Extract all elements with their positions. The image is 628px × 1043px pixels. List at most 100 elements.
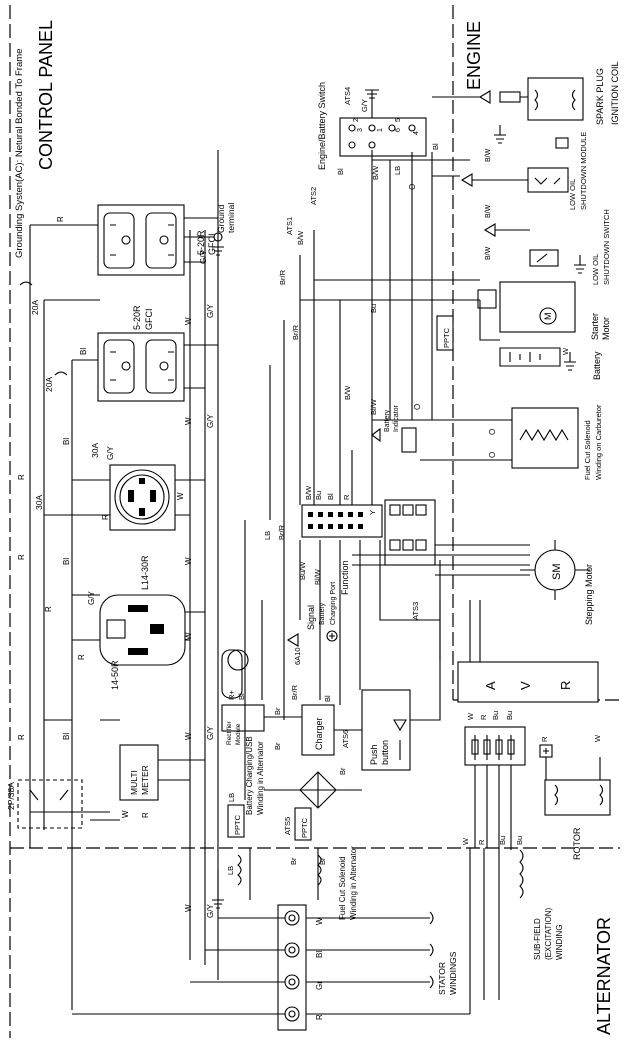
gfci-label: GFCI (144, 309, 154, 331)
svg-text:Br/R: Br/R (290, 684, 299, 700)
low-oil-module: LOW OIL SHUTDOWN MODULE B/W (460, 132, 588, 210)
wire-label: R (17, 554, 26, 560)
engine-battery-switch: 2 1 6 5 3 4 Engine/Battery Switch ATS4 G… (317, 82, 440, 190)
svg-text:Battery: Battery (384, 409, 391, 432)
gfci-rating: 5-20R (132, 305, 142, 330)
charger: Charger Br Br Br/R Bl Br (264, 684, 347, 775)
wire-label: G/Y (206, 304, 215, 318)
svg-text:B/W: B/W (485, 148, 492, 162)
svg-text:1: 1 (377, 128, 384, 132)
ground-symbols (494, 125, 586, 371)
svg-text:R: R (558, 681, 573, 690)
svg-text:PPTC: PPTC (442, 327, 451, 348)
svg-text:Br: Br (318, 857, 327, 865)
interconnect-wires (44, 96, 601, 1014)
svg-text:G/Y: G/Y (360, 99, 369, 112)
multimeter: MULTI METER W R (119, 744, 159, 818)
push-button: Push button ATS6 (341, 689, 411, 771)
alternator-title: ALTERNATOR (594, 917, 614, 1035)
svg-text:Bu: Bu (314, 491, 323, 500)
svg-text:R: R (77, 654, 86, 660)
svg-text:Bu: Bu (505, 711, 514, 720)
stepping-connector (384, 499, 530, 576)
breaker-20a-1: 20A (30, 300, 40, 315)
svg-text:Winding on Carburetor: Winding on Carburetor (594, 404, 603, 480)
svg-text:Charging Port: Charging Port (330, 582, 337, 625)
svg-text:ROTOR: ROTOR (572, 827, 582, 860)
avr: A V R (457, 661, 599, 703)
grounding-note: Grounding Systen(AC): Netural Bonded To … (14, 49, 25, 258)
svg-text:PPTC: PPTC (233, 814, 242, 835)
wire-label: R (17, 734, 26, 740)
svg-text:Rectifier: Rectifier (226, 720, 233, 745)
svg-text:R: R (141, 812, 150, 818)
battery-charging-winding: R+ Bl- Rectifier Module PPTC Battery Cha… (221, 649, 265, 886)
svg-text:R: R (101, 514, 110, 520)
svg-text:W: W (561, 347, 570, 355)
svg-text:Gr: Gr (315, 981, 324, 990)
svg-text:Push: Push (369, 744, 379, 765)
svg-text:Br: Br (273, 742, 282, 750)
svg-text:Starter: Starter (590, 313, 600, 340)
svg-text:R: R (479, 714, 488, 720)
svg-text:Br/R: Br/R (278, 269, 287, 285)
svg-text:LB: LB (393, 166, 402, 175)
sub-field-winding: SUB-FIELD (EXCITATION) WINDING Bu Bu R W (461, 836, 564, 960)
svg-text:2: 2 (353, 118, 360, 122)
svg-text:Engine/Battery Switch: Engine/Battery Switch (317, 82, 327, 170)
stator-terminal-block: W Bl Gr R STATOR WINDINGS (72, 904, 470, 1031)
svg-text:ATS3: ATS3 (411, 602, 420, 620)
starter-motor: M Starter Motor PPTC (436, 281, 611, 351)
wire-label: W (184, 732, 193, 740)
svg-text:Battery: Battery (319, 602, 326, 625)
svg-text:W: W (461, 837, 470, 845)
avr-connector: W R Bu Bu (464, 711, 526, 766)
wire-label: Bl (62, 438, 71, 445)
gfci-outlet-top: 5-20R GFCI (97, 204, 217, 276)
svg-text:W: W (315, 917, 324, 925)
svg-text:Bu: Bu (491, 711, 500, 720)
svg-text:Module: Module (235, 723, 242, 745)
breaker-30a-2: 30A (34, 495, 44, 510)
svg-text:LOW OIL: LOW OIL (568, 179, 577, 210)
svg-text:Br/R: Br/R (291, 324, 300, 340)
svg-text:B/W: B/W (371, 165, 380, 180)
svg-text:O: O (488, 452, 497, 458)
svg-text:W: W (121, 810, 130, 818)
svg-text:LB: LB (227, 793, 236, 802)
svg-text:ATS1: ATS1 (285, 217, 294, 235)
wire-label: R (17, 474, 26, 480)
fuel-cut-carburetor: Fuel Cut Solenoid Winding on Carburetor … (488, 404, 603, 480)
fuel-cut-alternator: PPTC ATS5 Fuel Cut Solenoid Winding in A… (283, 771, 358, 920)
wire-label: G/Y (206, 904, 215, 918)
connector-block: B/W Bu Bl R Y Bu/W Bl/W LB Br/R (263, 485, 383, 585)
svg-text:ATS5: ATS5 (283, 817, 292, 835)
svg-text:SHUTDOWN SWITCH: SHUTDOWN SWITCH (602, 209, 611, 285)
svg-text:B/W: B/W (304, 485, 313, 500)
wire-label: Bl (62, 558, 71, 565)
svg-text:R: R (315, 1014, 324, 1020)
svg-text:ATS2: ATS2 (309, 187, 318, 205)
svg-text:Indicator: Indicator (393, 404, 400, 432)
wire-label: W (184, 317, 193, 325)
bus-labels: R R R R R Bl Bl Bl Bl W W W W W G/Y G/Y … (17, 216, 215, 918)
gfci-rating: 5-20R (196, 230, 206, 255)
svg-text:Bu/W: Bu/W (298, 561, 307, 580)
wire-label: Bl (79, 348, 88, 355)
svg-text:LB: LB (263, 531, 272, 540)
svg-text:3: 3 (357, 128, 364, 132)
svg-text:ATS4: ATS4 (343, 87, 352, 105)
svg-text:Br: Br (338, 767, 347, 775)
svg-text:Bl: Bl (323, 695, 332, 702)
svg-text:O: O (413, 404, 422, 410)
svg-text:Winding in Alternator: Winding in Alternator (256, 741, 265, 815)
svg-text:SM: SM (551, 564, 563, 581)
svg-text:Battery Charging/USB: Battery Charging/USB (245, 736, 254, 815)
wire-label: R (56, 216, 65, 222)
svg-text:Fuel Cut Solenoid: Fuel Cut Solenoid (338, 856, 347, 920)
svg-text:14-50R: 14-50R (110, 660, 120, 690)
ats-labels: ATS1 ATS2 ATS3 B/W Br/R Br/R Bu B/W (278, 187, 420, 620)
svg-text:B/W: B/W (485, 204, 492, 218)
svg-text:Battery: Battery (592, 351, 602, 380)
svg-text:R: R (540, 736, 549, 742)
